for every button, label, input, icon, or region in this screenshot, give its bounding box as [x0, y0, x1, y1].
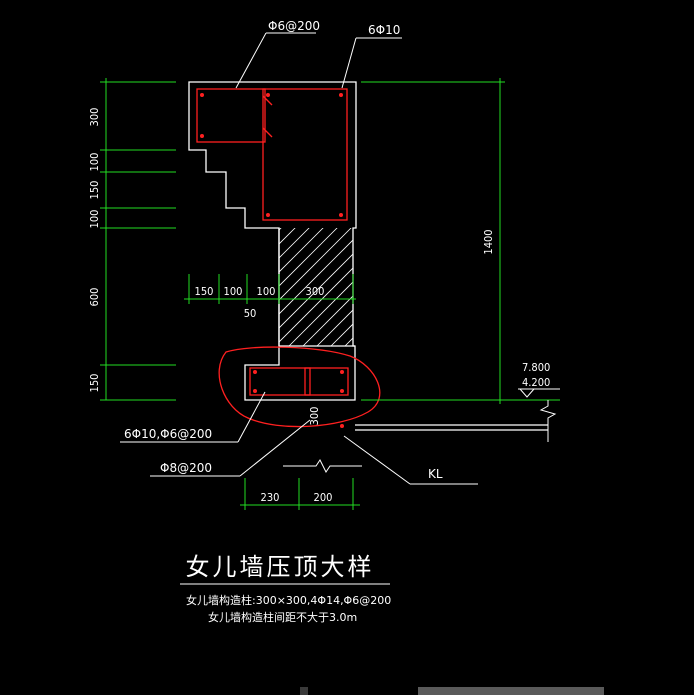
dim-left-150: 150 [88, 181, 101, 200]
hatch-line [279, 228, 310, 259]
coping-rebar-dots [200, 93, 343, 217]
dim-right-1400: 1400 [482, 229, 495, 254]
status-strip-scroll[interactable] [418, 687, 604, 695]
hatch-line [302, 295, 353, 346]
dim-mid-50: 50 [244, 307, 257, 320]
dim-left-150b: 150 [88, 374, 101, 393]
hatch-line [279, 228, 282, 231]
drawing-title: 女儿墙压顶大样 [186, 553, 375, 581]
hatch-line [344, 337, 353, 346]
hatch-line [279, 228, 324, 273]
dim-bottom-200: 200 [314, 491, 333, 504]
coping-stirrup-left [196, 88, 266, 143]
leader-kl: KL [343, 435, 478, 485]
left-dimension-chain [100, 78, 176, 401]
break-line [283, 459, 362, 473]
label-stirrup-top: Φ6@200 [268, 19, 320, 33]
wall-hatch [149, 216, 489, 346]
stirrup-hook-1 [262, 127, 273, 138]
hatch-line [279, 228, 338, 287]
dim-vertical-300: 300 [308, 407, 321, 426]
label-rebar-top: 6Φ10 [368, 23, 400, 37]
hatch-line [279, 253, 353, 329]
slab-edge [355, 424, 548, 431]
hatch-line [279, 239, 353, 315]
left-dimension-labels: 300 100 150 100 600 150 [88, 108, 101, 393]
dim-mid-100b: 100 [257, 285, 276, 298]
hatch-line [330, 323, 353, 346]
hatch-line [279, 228, 296, 245]
right-dimension: 1400 [361, 78, 560, 404]
beam-stirrup-left [249, 367, 311, 396]
dim-left-600: 600 [88, 288, 101, 307]
dim-bottom-230: 230 [261, 491, 280, 504]
beam-rebar-dots [253, 370, 344, 428]
coping-outline [188, 81, 357, 401]
dim-left-300: 300 [88, 108, 101, 127]
elevation-7800: 7.800 [522, 361, 550, 374]
hatch-line [359, 216, 489, 346]
label-kl: KL [428, 467, 443, 481]
highlight-ellipse [218, 346, 381, 428]
dim-mid-300: 300 [306, 285, 325, 298]
leader-slab-rebar: Φ8@200 [150, 419, 311, 477]
label-slab-rebar: Φ8@200 [160, 461, 212, 475]
elevation-marker: 7.800 4.200 [518, 361, 560, 442]
leader-stirrup-top: Φ6@200 [235, 19, 320, 89]
elevation-4200: 4.200 [522, 376, 550, 389]
status-strip-left [300, 687, 308, 695]
note-line-1: 女儿墙构造柱:300×300,4Φ14,Φ6@200 [186, 593, 391, 607]
hatch-line [279, 267, 353, 343]
beam-stirrup-right [304, 367, 349, 396]
status-strip [300, 687, 694, 695]
dim-mid-150: 150 [195, 285, 214, 298]
hatch-line [288, 281, 353, 346]
leader-rebar-top: 6Φ10 [341, 23, 402, 89]
dim-left-100b: 100 [88, 210, 101, 229]
hatch-line [279, 228, 352, 301]
coping-stirrup-right [262, 88, 348, 221]
dim-left-100a: 100 [88, 153, 101, 172]
dim-mid-100a: 100 [224, 285, 243, 298]
stirrup-hook-2 [262, 95, 273, 106]
mid-dimension-chain: 150 100 100 300 50 [184, 274, 356, 320]
bottom-dimension-chain: 230 200 [240, 478, 360, 510]
hatch-line [316, 309, 353, 346]
note-line-2: 女儿墙构造柱间距不大于3.0m [208, 610, 357, 624]
leader-beam-rebar: 6Φ10,Φ6@200 [120, 391, 266, 443]
hatch-line [149, 216, 279, 346]
label-beam-rebar: 6Φ10,Φ6@200 [124, 427, 212, 441]
